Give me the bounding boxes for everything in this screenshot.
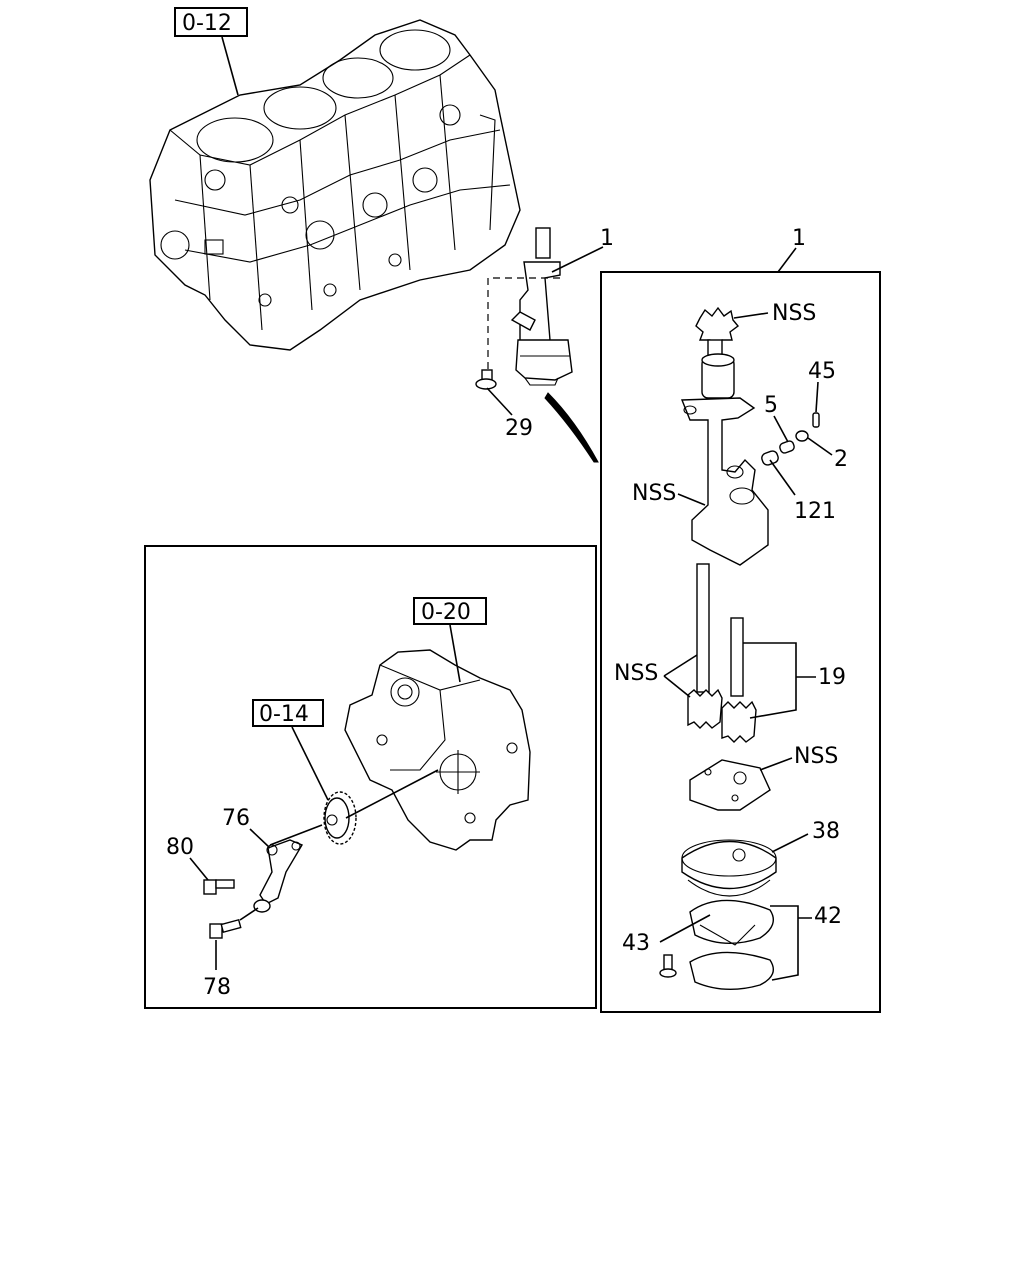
- cover-plate-illustration: [689, 759, 771, 811]
- callout-2[interactable]: 2: [834, 447, 848, 472]
- bolt-alignment-line: [487, 277, 560, 370]
- bolt-78-axis: [239, 907, 259, 921]
- callout-5[interactable]: 5: [764, 393, 778, 418]
- callout-42[interactable]: 42: [814, 904, 842, 929]
- oil-pump-assembly-illustration: [510, 227, 573, 386]
- callout-19[interactable]: 19: [818, 665, 846, 690]
- leader-1-inner: [777, 247, 797, 273]
- relief-valve-illustration: [761, 412, 820, 466]
- callout-body-nss[interactable]: NSS: [632, 481, 676, 506]
- leader-1-outer: [551, 246, 604, 273]
- callout-45[interactable]: 45: [808, 359, 836, 384]
- callout-plate-nss[interactable]: NSS: [794, 744, 838, 769]
- cylinder-block-illustration: [149, 19, 521, 351]
- leader-5: [773, 415, 789, 443]
- front-cover-frame: [144, 545, 597, 1009]
- leader-front-cover: [449, 624, 461, 683]
- ref-box-block[interactable]: [174, 7, 248, 37]
- callout-shafts-nss[interactable]: NSS: [614, 661, 658, 686]
- pump-body-illustration: [680, 353, 769, 566]
- front-cover-illustration: [344, 649, 531, 851]
- leader-block: [221, 36, 239, 96]
- callout-78[interactable]: 78: [203, 975, 231, 1000]
- bolt-43-illustration: [659, 954, 677, 978]
- leader-42: [770, 905, 812, 981]
- bracket-axis: [269, 824, 323, 846]
- ref-box-idler[interactable]: [252, 699, 324, 727]
- ref-label-front-cover[interactable]: 0-20: [421, 600, 471, 625]
- ref-box-front-cover[interactable]: [413, 597, 487, 625]
- callout-43[interactable]: 43: [622, 931, 650, 956]
- ref-label-idler[interactable]: 0-14: [259, 702, 309, 727]
- idler-gear-axis: [345, 769, 439, 819]
- callout-76[interactable]: 76: [222, 806, 250, 831]
- leader-76: [249, 828, 271, 849]
- leader-29: [486, 387, 513, 416]
- leader-43: [659, 914, 711, 943]
- leader-idler: [291, 726, 329, 801]
- leader-2: [807, 437, 833, 456]
- leader-shafts-nss-a: [663, 654, 698, 677]
- callout-1-inner[interactable]: 1: [792, 226, 806, 251]
- strainer-illustration: [681, 839, 777, 897]
- callout-1-outer[interactable]: 1: [600, 226, 614, 251]
- leader-plate-nss: [759, 757, 793, 771]
- leader-121: [769, 459, 796, 496]
- callout-80[interactable]: 80: [166, 835, 194, 860]
- bracket-illustration: [253, 839, 304, 913]
- leader-38: [771, 833, 809, 853]
- shafts-gears-illustration: [687, 563, 757, 743]
- leader-body-nss: [677, 493, 706, 506]
- bolt-29-illustration: [475, 369, 497, 390]
- bolt-78-illustration: [209, 918, 242, 939]
- callout-38[interactable]: 38: [812, 819, 840, 844]
- bolt-80-illustration: [203, 879, 235, 895]
- leader-19: [743, 642, 816, 719]
- exploded-view-frame: [600, 271, 881, 1013]
- callout-29[interactable]: 29: [505, 416, 533, 441]
- drive-gear-illustration: [695, 306, 740, 359]
- leader-45: [815, 381, 819, 413]
- callout-121[interactable]: 121: [794, 499, 836, 524]
- leader-80: [189, 857, 209, 881]
- gasket-illustration: [689, 899, 774, 991]
- leader-shafts-nss-b: [663, 675, 691, 698]
- idler-gear-illustration: [323, 791, 357, 845]
- ref-label-block[interactable]: 0-12: [182, 11, 232, 36]
- callout-gear-nss[interactable]: NSS: [772, 301, 816, 326]
- exploded-view-arrow: [544, 392, 599, 463]
- leader-gear-nss: [733, 312, 769, 319]
